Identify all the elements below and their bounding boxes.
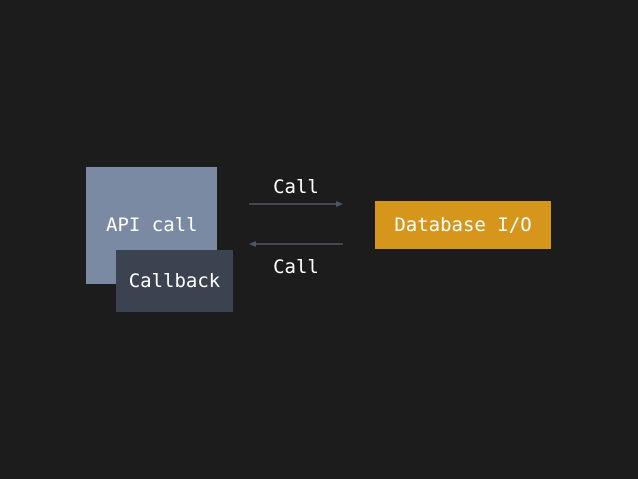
arrow-call-outgoing bbox=[249, 201, 343, 207]
callback-label: Callback bbox=[128, 270, 221, 292]
return-call-label: Call bbox=[273, 256, 319, 278]
database-io-label: Database I/O bbox=[394, 214, 532, 236]
database-io-node: Database I/O bbox=[375, 201, 551, 249]
arrow-call-return bbox=[249, 241, 343, 247]
outgoing-call-label: Call bbox=[273, 176, 319, 198]
api-call-label: API call bbox=[106, 213, 198, 236]
callback-node: Callback bbox=[116, 250, 233, 312]
